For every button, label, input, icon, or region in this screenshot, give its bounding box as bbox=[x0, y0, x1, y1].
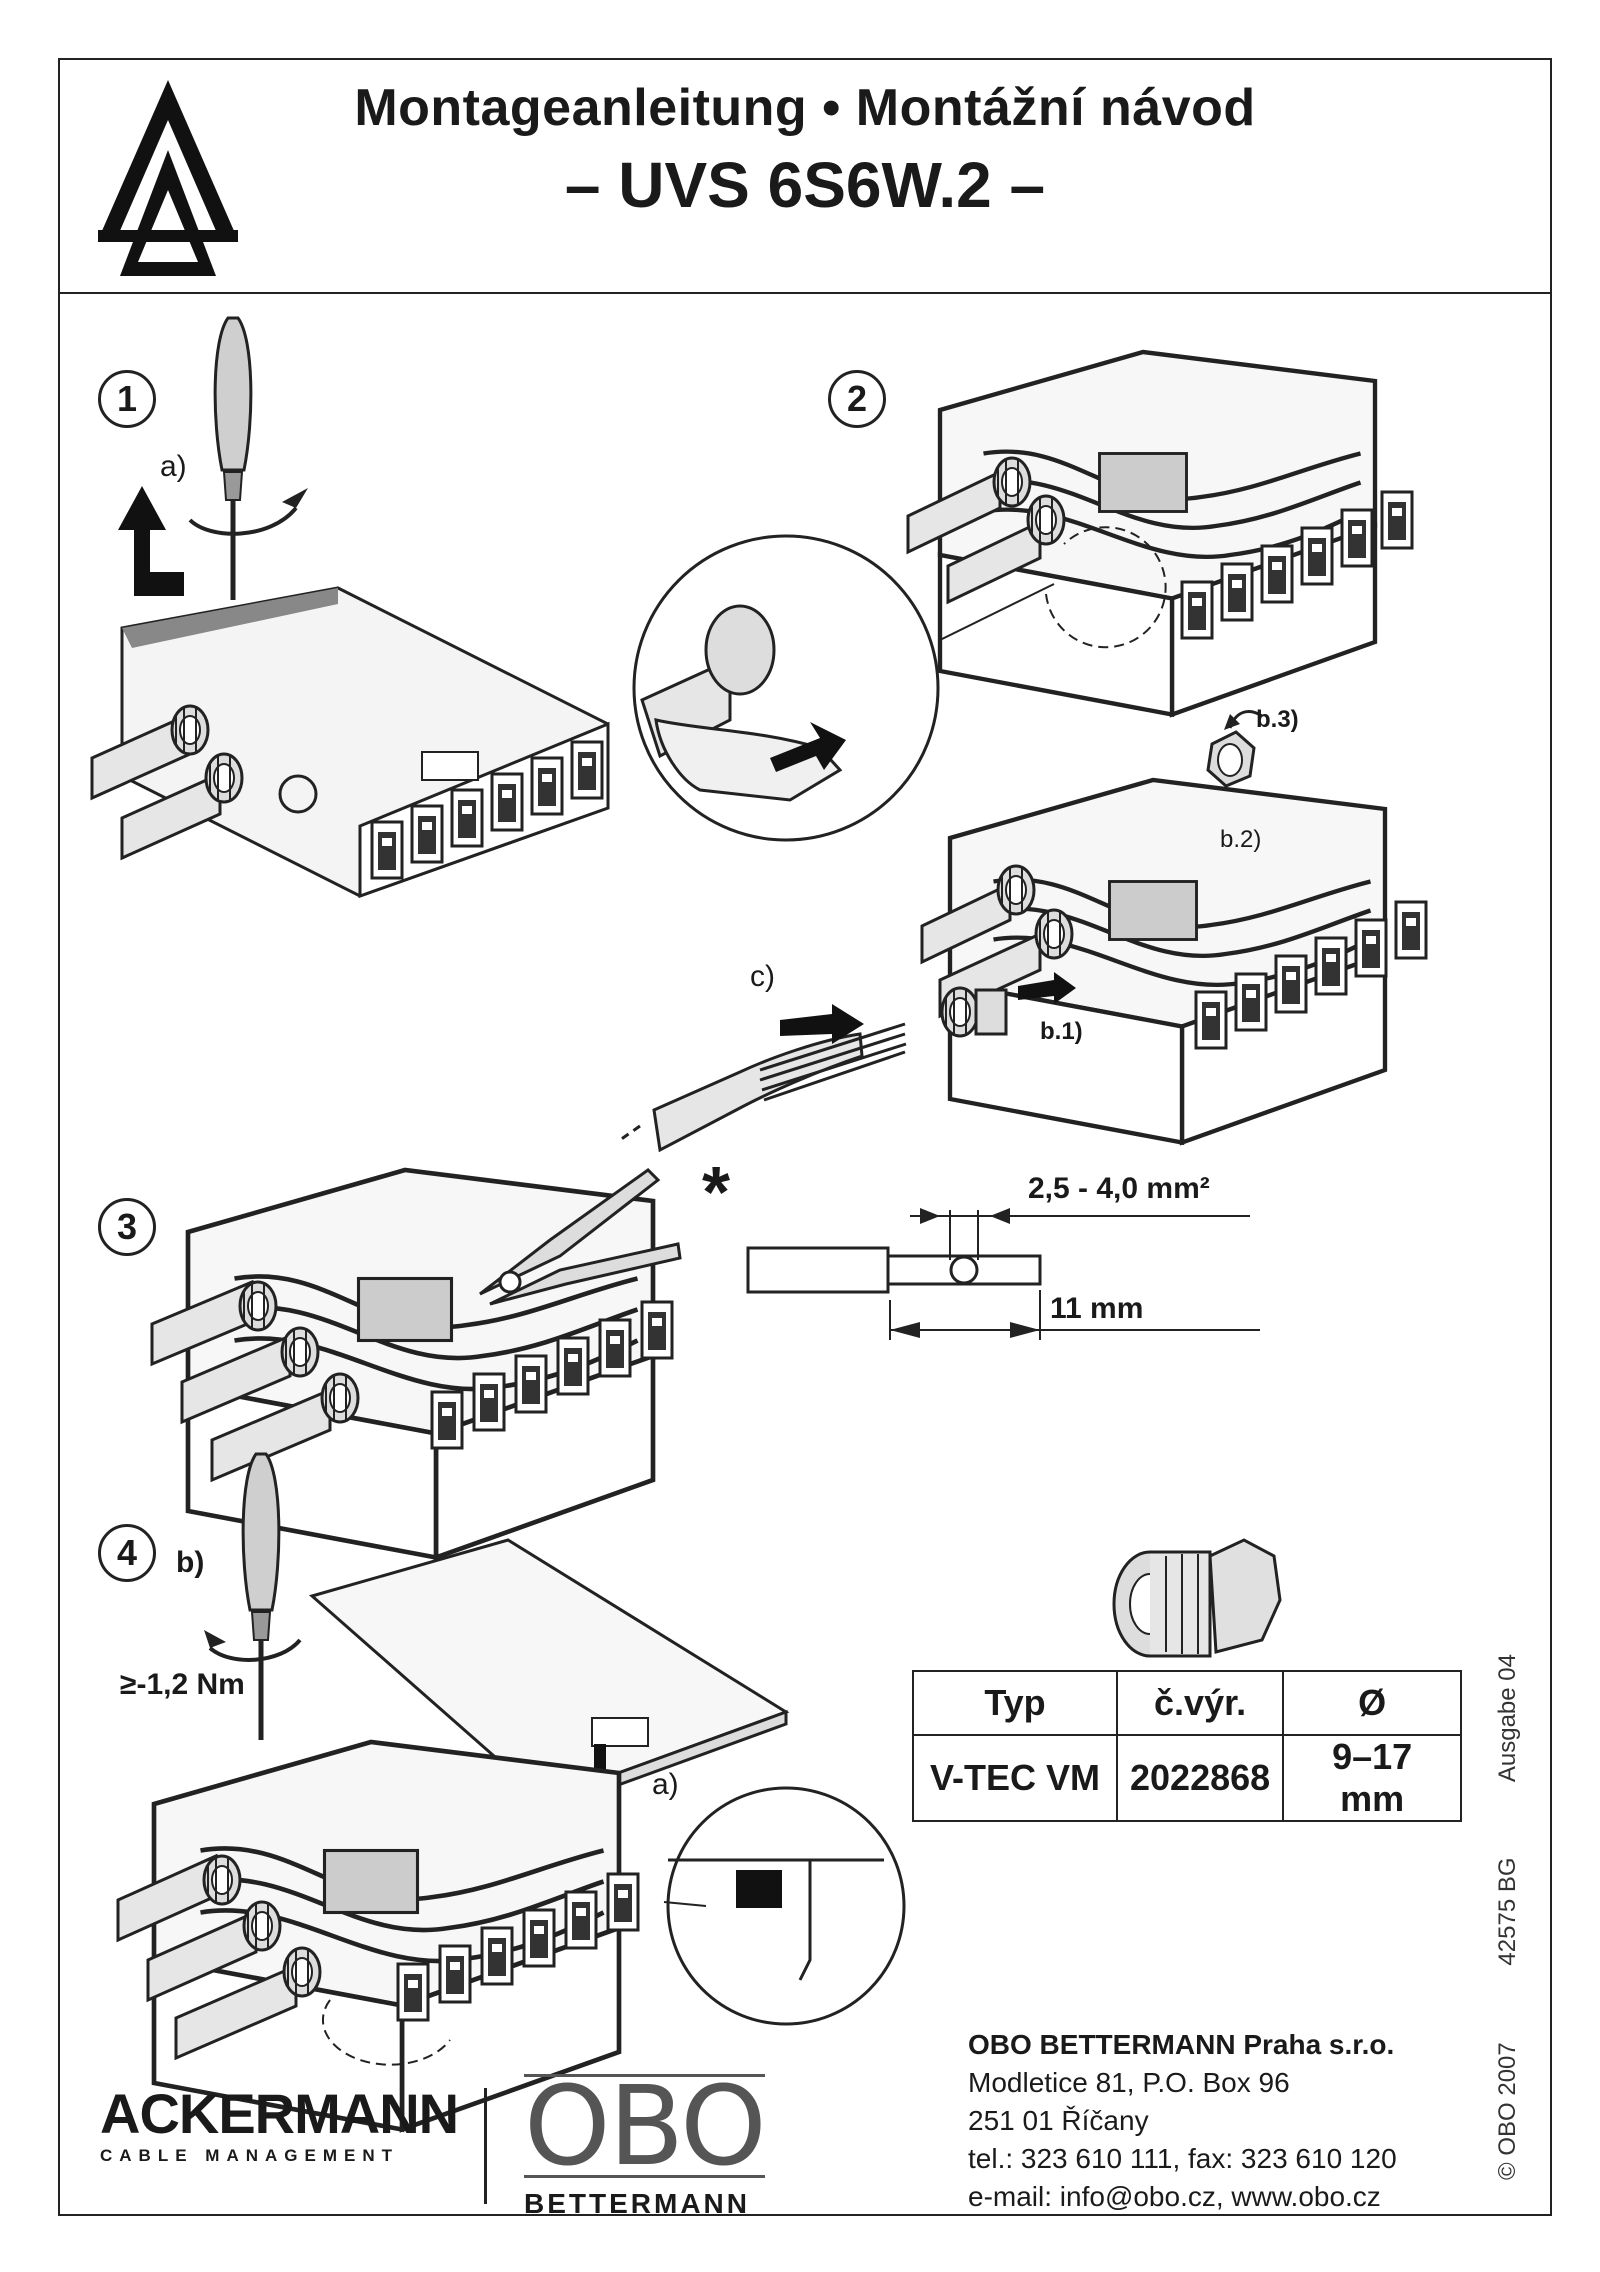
spec-table: Typ č.výr. Ø V-TEC VM 2022868 9–17 mm bbox=[912, 1670, 1463, 1822]
address-email: e-mail: info@obo.cz, www.obo.cz bbox=[968, 2181, 1381, 2212]
step-1-number: 1 bbox=[98, 370, 156, 428]
table-header-diameter: Ø bbox=[1282, 1670, 1463, 1736]
step2-illustration bbox=[632, 352, 1414, 842]
company-address: OBO BETTERMANN Praha s.r.o. Modletice 81… bbox=[968, 2026, 1397, 2216]
address-street: Modletice 81, P.O. Box 96 bbox=[968, 2067, 1290, 2098]
company-name: OBO BETTERMANN Praha s.r.o. bbox=[968, 2029, 1395, 2060]
step-3-number: 3 bbox=[98, 1198, 156, 1256]
table-row: V-TEC VM 2022868 9–17 mm bbox=[912, 1734, 1463, 1822]
step-4-number: 4 bbox=[98, 1524, 156, 1582]
ackermann-logo: ACKERMANN CABLE MANAGEMENT bbox=[100, 2082, 459, 2166]
address-city: 251 01 Říčany bbox=[968, 2105, 1149, 2136]
ackermann-subtitle: CABLE MANAGEMENT bbox=[100, 2146, 399, 2165]
table-header-part-number: č.výr. bbox=[1115, 1670, 1285, 1736]
table-header-typ: Typ bbox=[912, 1670, 1118, 1736]
side-edition-text: © OBO 2007 42575 BG Ausgabe 04 bbox=[1494, 1584, 1522, 2180]
page-frame: Montageanleitung • Montážní návod – UVS … bbox=[58, 58, 1552, 2216]
obo-name: OBO bbox=[524, 2062, 767, 2190]
strip-length-label: 11 mm bbox=[1050, 1292, 1144, 1325]
gland-product-image bbox=[1112, 1538, 1282, 1658]
step4-label-a: a) bbox=[652, 1768, 679, 1801]
strip-diagram bbox=[746, 1208, 1260, 1340]
header: Montageanleitung • Montážní návod – UVS … bbox=[60, 60, 1550, 294]
document-number: 42575 BG bbox=[1494, 1857, 1521, 1966]
triangle-logo-icon bbox=[98, 80, 238, 276]
label-b1: b.1) bbox=[1040, 1018, 1083, 1045]
logo-divider bbox=[484, 2088, 487, 2204]
label-c: c) bbox=[750, 960, 775, 993]
step4-label-b: b) bbox=[176, 1546, 205, 1579]
asterisk-label: * bbox=[702, 1153, 731, 1233]
step2b-illustration bbox=[619, 710, 1428, 1153]
step1-label-a: a) bbox=[160, 450, 187, 483]
copyright-text: © OBO 2007 bbox=[1494, 2042, 1521, 2180]
step-2-number: 2 bbox=[828, 370, 886, 428]
table-cell-part-number: 2022868 bbox=[1115, 1734, 1285, 1822]
wire-cross-section-label: 2,5 - 4,0 mm² bbox=[1028, 1172, 1210, 1205]
label-b3: b.3) bbox=[1256, 706, 1299, 733]
step3-illustration bbox=[150, 1170, 682, 1558]
address-phone: tel.: 323 610 111, fax: 323 610 120 bbox=[968, 2143, 1397, 2174]
edition-text: Ausgabe 04 bbox=[1494, 1654, 1521, 1783]
title-line-1: Montageanleitung • Montážní návod bbox=[354, 79, 1256, 137]
torque-label: ≥-1,2 Nm bbox=[120, 1668, 245, 1701]
obo-logo: OBO BETTERMANN bbox=[524, 2062, 774, 2220]
table-cell-diameter: 9–17 mm bbox=[1282, 1734, 1463, 1822]
table-cell-type: V-TEC VM bbox=[912, 1734, 1118, 1822]
obo-subtitle: BETTERMANN bbox=[524, 2188, 750, 2219]
label-b2: b.2) bbox=[1220, 826, 1262, 853]
step1-illustration bbox=[90, 316, 610, 899]
ackermann-name: ACKERMANN bbox=[100, 2082, 459, 2145]
step4-illustration bbox=[116, 1452, 906, 2130]
title-line-2: – UVS 6S6W.2 – bbox=[564, 149, 1046, 221]
